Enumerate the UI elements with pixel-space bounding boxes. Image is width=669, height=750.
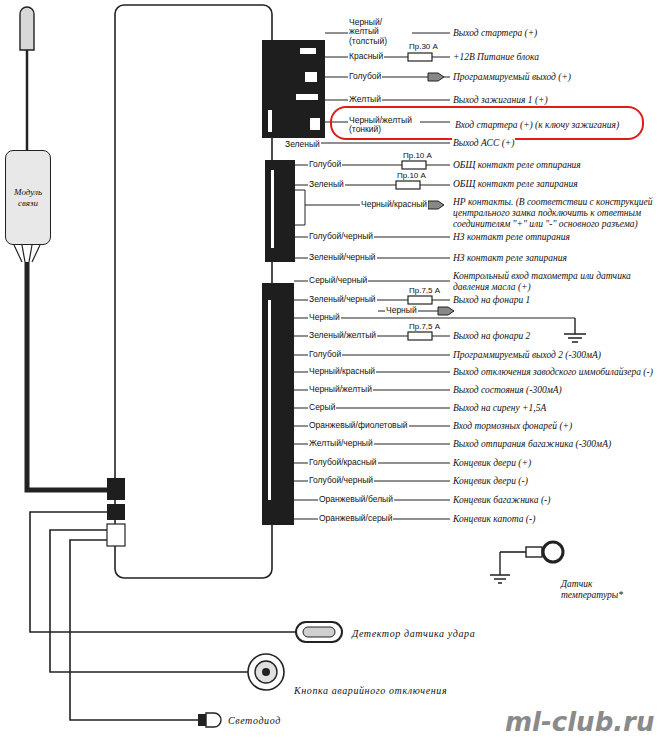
function-label: Выход на фонари 2 xyxy=(452,331,531,342)
temperature-sensor xyxy=(490,542,563,583)
wire-connector xyxy=(428,73,444,81)
function-label: ОБЩ контакт реле запирания xyxy=(452,179,579,190)
wire-color-label: Оранжевый/белый xyxy=(318,495,394,504)
wire-color-label: Черный/красный xyxy=(360,200,428,209)
function-label: Выход отключения заводского иммобилайзер… xyxy=(452,367,654,378)
wire-color-label: Голубой/черный xyxy=(308,232,374,241)
wire-color-label: Черный/желтый (тонкий) xyxy=(348,116,420,135)
wire xyxy=(325,99,450,100)
function-label: +12В Питание блока xyxy=(452,52,540,63)
function-label: Выход на сирену +1,5А xyxy=(452,403,547,414)
wire-color-label: Оранжевый/фиолетовый xyxy=(308,421,409,430)
highlight-outline: Черный/желтый (тонкий) Вход стартера (+) … xyxy=(330,106,644,140)
function-label: Датчик температуры* xyxy=(560,579,642,601)
wire-color-label: Зеленый xyxy=(308,180,345,189)
wire-color-label: Голубой xyxy=(308,160,342,169)
component-label: Детектор датчика удара xyxy=(352,628,475,639)
module-antenna xyxy=(20,7,34,150)
function-label: Концевик капота (-) xyxy=(452,514,536,525)
wire-color-label: Зеленый/черный xyxy=(308,253,377,262)
led-indicator xyxy=(198,713,221,727)
watermark: ml-club.ru xyxy=(505,707,654,737)
function-label: Концевик двери (+) xyxy=(452,458,532,469)
function-label: НЗ контакт реле запирания xyxy=(452,253,568,264)
emergency-button xyxy=(248,654,284,690)
wire-color-label: Зеленый xyxy=(284,140,321,149)
function-label: Выход АСС (+) xyxy=(452,138,515,149)
module-box: Модуль связи xyxy=(5,150,51,245)
wire-color-label: Голубой/красный xyxy=(308,458,378,467)
function-label: Программируемый выход (+) xyxy=(452,72,572,83)
fuse-rating: Пр.10 А xyxy=(402,151,433,160)
unit-plug xyxy=(107,478,125,546)
fuse-rating: Пр.10 А xyxy=(396,171,427,180)
wire-color-label: Черный/желтый xyxy=(308,385,373,394)
component-label: Светодиод xyxy=(228,715,281,726)
fuse-symbol xyxy=(408,53,432,61)
function-label: Контрольный вход тахометра или датчика д… xyxy=(452,271,664,293)
wire-connector xyxy=(428,201,444,209)
wire-color-label: Зеленый/желтый xyxy=(308,331,377,340)
fuse-rating: Пр.7,5 А xyxy=(408,286,441,295)
function-label: Выход стартера (+) xyxy=(452,28,538,39)
sensor-connector xyxy=(262,283,294,525)
fuse-symbol xyxy=(396,181,420,189)
function-label: НЗ контакт реле отпирания xyxy=(452,232,571,243)
wire-color-label: Черный xyxy=(308,313,341,322)
fuse-rating: Пр.30 А xyxy=(408,42,439,51)
component-label: Кнопка аварийного отключения xyxy=(294,685,447,696)
wire-color-label: Желтый/черный xyxy=(308,439,374,448)
alarm-unit xyxy=(115,5,272,578)
module-cable xyxy=(14,245,108,490)
function-label: Выход на фонари 1 xyxy=(452,295,531,306)
wire-color-label: Черный xyxy=(385,306,418,315)
ground-symbol xyxy=(564,318,586,342)
function-label: Концевик двери (-) xyxy=(452,476,529,487)
function-label: Выход отпирания багажника (-300мА) xyxy=(452,439,612,450)
wire-color-label: Желтый xyxy=(348,95,382,104)
wire-color-label: Черный/желтый (толстый) xyxy=(348,18,412,46)
function-label: Вход тормозных фонарей (+) xyxy=(452,421,573,432)
wire-color-label: Голубой xyxy=(308,350,342,359)
peripheral-wires xyxy=(30,512,296,720)
wire-color-label: Черный/красный xyxy=(308,367,376,376)
function-label: НР контакты. (В соответствии с конструкц… xyxy=(452,197,664,230)
fuse-symbol xyxy=(402,161,426,169)
wire-connector xyxy=(438,307,454,315)
wire xyxy=(318,142,450,143)
wire-color-label: Зеленый/черный xyxy=(308,295,377,304)
function-label: ОБЩ контакт реле отпирания xyxy=(452,160,582,171)
function-label: Выход состояния (-300мА) xyxy=(452,385,563,396)
function-label: Вход стартера (+) (к ключу зажигания) xyxy=(454,120,620,131)
module-label: Модуль связи xyxy=(6,185,50,210)
wire-color-label: Серый/черный xyxy=(308,276,368,285)
main-connector xyxy=(262,40,325,138)
lock-connector xyxy=(265,160,305,262)
function-label: Концевик багажника (-) xyxy=(452,495,551,506)
fuse-symbol xyxy=(408,332,432,340)
wire-color-label: Голубой/черный xyxy=(308,476,374,485)
function-label: Программируемый выход 2 (-300мА) xyxy=(452,350,602,361)
fuse-rating: Пр.7,5 А xyxy=(408,322,441,331)
function-label: Выход зажигания 1 (+) xyxy=(452,95,549,106)
wire-color-label: Голубой xyxy=(348,72,382,81)
wire-color-label: Красный xyxy=(348,52,384,61)
wire-color-label: Серый xyxy=(308,403,336,412)
wire-color-label: Оранжевый/серый xyxy=(318,514,393,523)
shock-sensor xyxy=(296,622,342,642)
fuse-symbol xyxy=(408,296,432,304)
